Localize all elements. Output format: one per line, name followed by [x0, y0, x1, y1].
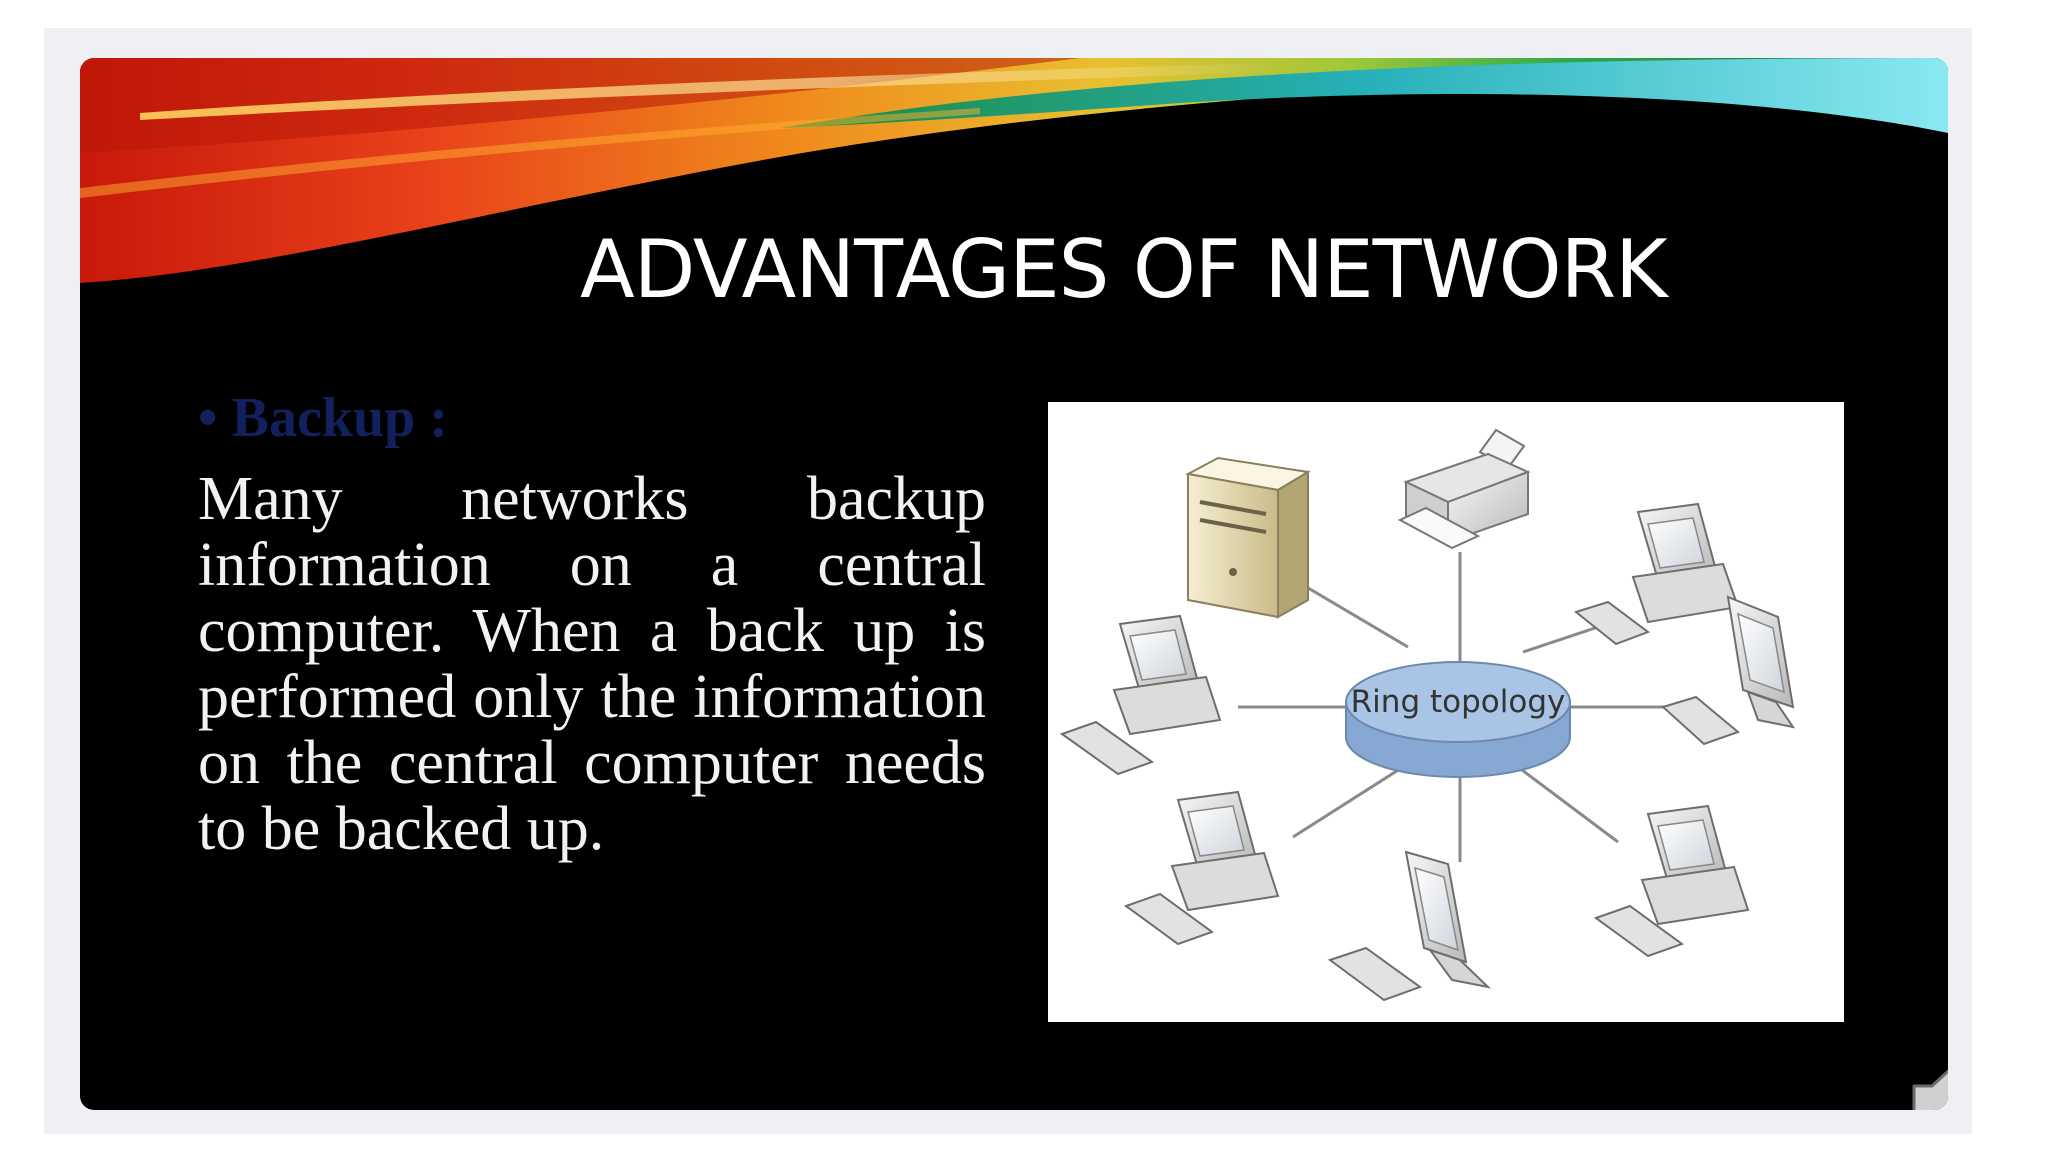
slide: ADVANTAGES OF NETWORK • Backup : Many ne…: [80, 58, 1948, 1110]
bullet-heading: • Backup :: [198, 387, 448, 449]
speaker-icon[interactable]: [1908, 1054, 1948, 1110]
slide-title: ADVANTAGES OF NETWORK: [580, 223, 1668, 316]
hub-label: Ring topology: [1351, 684, 1566, 720]
body-paragraph: Many networks backup information on a ce…: [198, 465, 986, 863]
printer-icon: [1397, 428, 1531, 550]
server-tower-icon: [1184, 456, 1311, 619]
monitor-bottom-icon: [1327, 850, 1492, 1002]
computer-left-icon: [1059, 614, 1222, 776]
ring-topology-diagram: Ring topology: [1048, 402, 1844, 1022]
computer-top-right-icon: [1573, 502, 1740, 646]
computer-bottom-left-icon: [1123, 790, 1280, 946]
monitor-right-icon: [1661, 595, 1796, 746]
decorative-swoosh: [80, 58, 1948, 283]
computer-bottom-right-icon: [1593, 804, 1750, 958]
ring-hub: Ring topology: [1345, 661, 1571, 778]
